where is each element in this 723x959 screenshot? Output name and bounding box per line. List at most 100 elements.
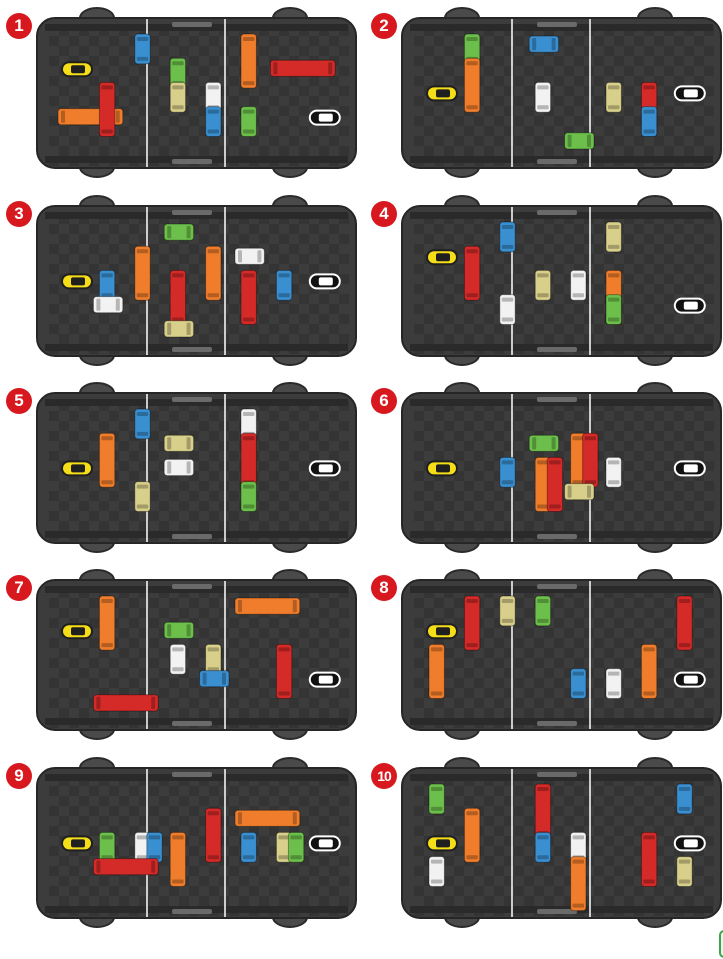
white-vehicle[interactable] [606,669,621,699]
red-vehicle[interactable] [270,60,335,76]
red-vehicle[interactable] [93,859,158,875]
red-vehicle[interactable] [547,457,562,511]
puzzle-number-badge: 4 [371,201,397,227]
orange-vehicle[interactable] [235,598,300,614]
tan-vehicle[interactable] [677,857,692,887]
target-car[interactable] [427,836,457,850]
orange-vehicle[interactable] [429,644,444,698]
green-vehicle[interactable] [529,435,558,451]
orange-vehicle[interactable] [571,857,586,911]
target-car[interactable] [62,274,92,288]
blue-vehicle[interactable] [276,270,291,300]
red-vehicle[interactable] [93,695,158,711]
blue-vehicle[interactable] [135,409,150,439]
blue-vehicle[interactable] [529,36,558,52]
red-vehicle[interactable] [677,596,692,650]
blue-vehicle[interactable] [500,457,515,487]
green-vehicle[interactable] [164,622,193,638]
exit-car[interactable] [310,461,340,475]
white-vehicle[interactable] [535,82,550,112]
green-vehicle[interactable] [429,784,444,814]
target-car[interactable] [62,836,92,850]
red-vehicle[interactable] [241,270,256,324]
tan-vehicle[interactable] [606,82,621,112]
green-vehicle[interactable] [241,107,256,137]
orange-vehicle[interactable] [464,58,479,112]
blue-vehicle[interactable] [241,832,256,862]
target-car[interactable] [427,250,457,264]
tan-vehicle[interactable] [606,222,621,252]
blue-vehicle[interactable] [206,107,221,137]
orange-vehicle[interactable] [241,34,256,88]
exit-car[interactable] [310,836,340,850]
blue-vehicle[interactable] [641,107,656,137]
blue-vehicle[interactable] [147,832,162,862]
exit-car[interactable] [675,461,705,475]
exit-car[interactable] [675,299,705,313]
red-vehicle[interactable] [464,596,479,650]
exit-car[interactable] [675,673,705,687]
red-vehicle[interactable] [535,784,550,838]
puzzle-number-badge: 3 [6,201,32,227]
white-vehicle[interactable] [571,270,586,300]
tan-vehicle[interactable] [170,82,185,112]
green-vehicle[interactable] [164,224,193,240]
tan-vehicle[interactable] [164,435,193,451]
blue-vehicle[interactable] [200,671,229,687]
green-vehicle[interactable] [99,832,114,862]
board-slot [172,397,212,402]
green-vehicle[interactable] [606,295,621,325]
blue-vehicle[interactable] [500,222,515,252]
white-vehicle[interactable] [235,248,264,264]
blue-vehicle[interactable] [99,270,114,300]
red-vehicle[interactable] [641,832,656,886]
white-vehicle[interactable] [606,457,621,487]
target-car[interactable] [62,461,92,475]
orange-vehicle[interactable] [235,810,300,826]
parking-board [35,198,358,363]
tan-vehicle[interactable] [206,644,221,674]
target-car[interactable] [427,624,457,638]
orange-vehicle[interactable] [99,433,114,487]
exit-car[interactable] [310,111,340,125]
white-vehicle[interactable] [93,297,122,313]
blue-vehicle[interactable] [571,669,586,699]
green-vehicle[interactable] [241,482,256,512]
tan-vehicle[interactable] [164,321,193,337]
target-car[interactable] [62,624,92,638]
green-vehicle[interactable] [535,596,550,626]
orange-vehicle[interactable] [464,808,479,862]
white-vehicle[interactable] [500,295,515,325]
orange-vehicle[interactable] [170,832,185,886]
red-vehicle[interactable] [464,246,479,300]
exit-car[interactable] [675,86,705,100]
exit-car[interactable] [310,274,340,288]
white-vehicle[interactable] [164,459,193,475]
green-vehicle[interactable] [565,133,594,149]
tan-vehicle[interactable] [500,596,515,626]
green-vehicle[interactable] [288,832,303,862]
white-vehicle[interactable] [170,644,185,674]
red-vehicle[interactable] [206,808,221,862]
red-vehicle[interactable] [276,644,291,698]
orange-vehicle[interactable] [641,644,656,698]
orange-vehicle[interactable] [99,596,114,650]
tan-vehicle[interactable] [135,482,150,512]
tan-vehicle[interactable] [535,270,550,300]
exit-car[interactable] [675,836,705,850]
blue-vehicle[interactable] [135,34,150,64]
blue-vehicle[interactable] [677,784,692,814]
target-car[interactable] [427,461,457,475]
red-vehicle[interactable] [583,433,598,487]
exit-car[interactable] [310,673,340,687]
white-vehicle[interactable] [429,857,444,887]
orange-vehicle[interactable] [206,246,221,300]
tan-vehicle[interactable] [565,484,594,500]
red-vehicle[interactable] [99,82,114,136]
target-car[interactable] [62,62,92,76]
red-vehicle[interactable] [241,433,256,487]
target-car[interactable] [427,86,457,100]
orange-vehicle[interactable] [135,246,150,300]
blue-vehicle[interactable] [535,832,550,862]
red-vehicle[interactable] [170,270,185,324]
